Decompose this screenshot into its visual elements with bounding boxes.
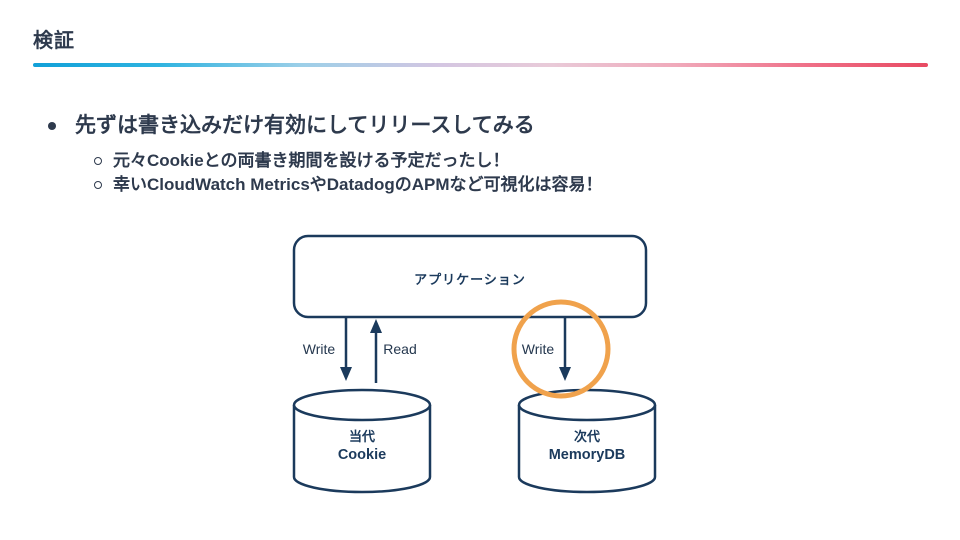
read-arrow-head xyxy=(370,319,382,333)
bullet-main: 先ずは書き込みだけ有効にしてリリースしてみる xyxy=(48,112,535,140)
bullet-circle-icon xyxy=(94,180,102,189)
page-title: 検証 xyxy=(33,30,75,52)
bullet-sub-2-text: 幸いCloudWatch MetricsやDatadogのAPMなど可視化は容易… xyxy=(113,175,603,194)
highlight-circle xyxy=(511,299,611,399)
bullet-sub-1: 元々Cookieとの両書き期間を設ける予定だったし！ xyxy=(94,149,510,172)
bullet-sub-1-text: 元々Cookieとの両書き期間を設ける予定だったし！ xyxy=(113,151,510,170)
write-label-left: Write xyxy=(302,341,336,357)
memorydb-cylinder-top xyxy=(517,388,657,422)
cookie-cylinder-top xyxy=(292,388,432,422)
write-arrow-right-head xyxy=(559,367,571,381)
cookie-cylinder-body xyxy=(292,405,432,494)
cookie-cylinder-label: 当代 Cookie xyxy=(338,427,386,465)
application-box-label: アプリケーション xyxy=(414,272,526,287)
memorydb-cylinder-body xyxy=(517,405,657,494)
bullet-dot-icon xyxy=(48,122,56,130)
read-label: Read xyxy=(383,341,417,357)
divider-gradient xyxy=(33,63,928,67)
application-box xyxy=(292,234,648,319)
bullet-sub-2: 幸いCloudWatch MetricsやDatadogのAPMなど可視化は容易… xyxy=(94,173,603,196)
memorydb-generation-label: 次代 xyxy=(573,429,601,444)
bullet-main-text: 先ずは書き込みだけ有効にしてリリースしてみる xyxy=(75,114,535,137)
write-arrow-left-head xyxy=(340,367,352,381)
cookie-name-label: Cookie xyxy=(337,447,387,463)
write-label-right: Write xyxy=(521,341,555,357)
cookie-generation-label: 当代 xyxy=(348,429,375,444)
bullet-circle-icon xyxy=(94,156,102,165)
memorydb-cylinder-label: 次代 MemoryDB xyxy=(549,427,626,465)
memorydb-name-label: MemoryDB xyxy=(548,447,626,463)
